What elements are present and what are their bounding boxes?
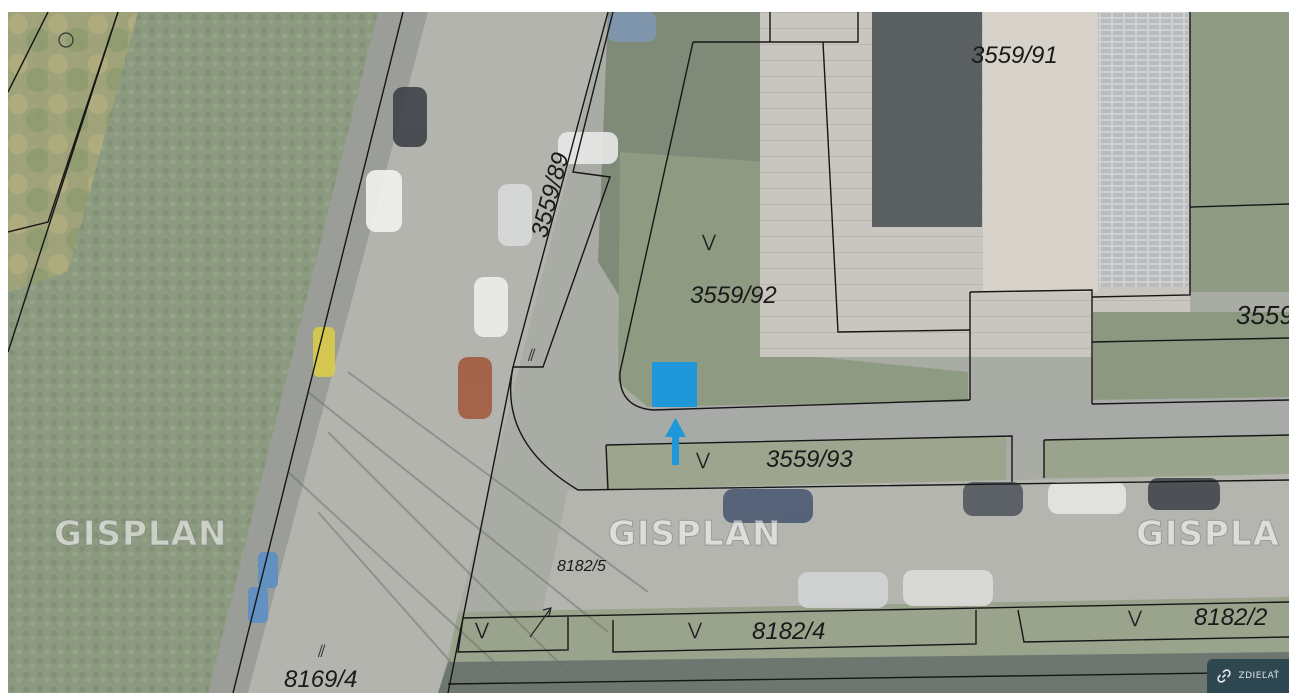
orthophoto-canvas: [8, 12, 1289, 693]
grass-symbol-icon: ⋁: [702, 232, 716, 252]
grass-symbol-icon: ⋁: [1128, 608, 1142, 628]
pointer-arrow-icon: [665, 418, 686, 465]
parcel-label: 3559/92: [690, 282, 777, 309]
parcel-label: 8182/2: [1194, 604, 1268, 631]
parcel-label: 8182/5: [557, 558, 606, 575]
survey-point-icon: [58, 32, 74, 48]
parcel-label: 3559: [1236, 300, 1289, 330]
map-view[interactable]: 3559/91 3559/89 3559/92 3559/93 8182/5 8…: [8, 12, 1289, 693]
parcel-label: 8169/4: [284, 666, 358, 693]
grass-symbol-icon: ⋁: [688, 620, 702, 640]
share-label: ZDIEĽAŤ: [1238, 671, 1280, 681]
grass-symbol-icon: ⋁: [696, 450, 710, 470]
grass-symbol-icon: ⋁: [475, 620, 489, 640]
parcel-label: 8182/4: [752, 618, 826, 645]
watermark: GISPLAN: [607, 514, 782, 554]
location-marker: [652, 362, 697, 407]
link-icon: [1216, 668, 1232, 684]
parked-cars: [248, 12, 1220, 623]
built-area-symbol-icon: ⫽: [528, 346, 536, 366]
share-button[interactable]: ZDIEĽAŤ: [1207, 659, 1289, 693]
small-arrow-icon: [529, 607, 552, 638]
watermark: GISPLA: [1136, 514, 1280, 554]
cadastral-lines: [8, 12, 1289, 693]
parcel-label: 3559/93: [766, 446, 853, 473]
parcel-label: 3559/91: [971, 42, 1058, 69]
built-area-symbol-icon: ⫽: [318, 642, 326, 662]
watermark: GISPLAN: [53, 514, 228, 554]
